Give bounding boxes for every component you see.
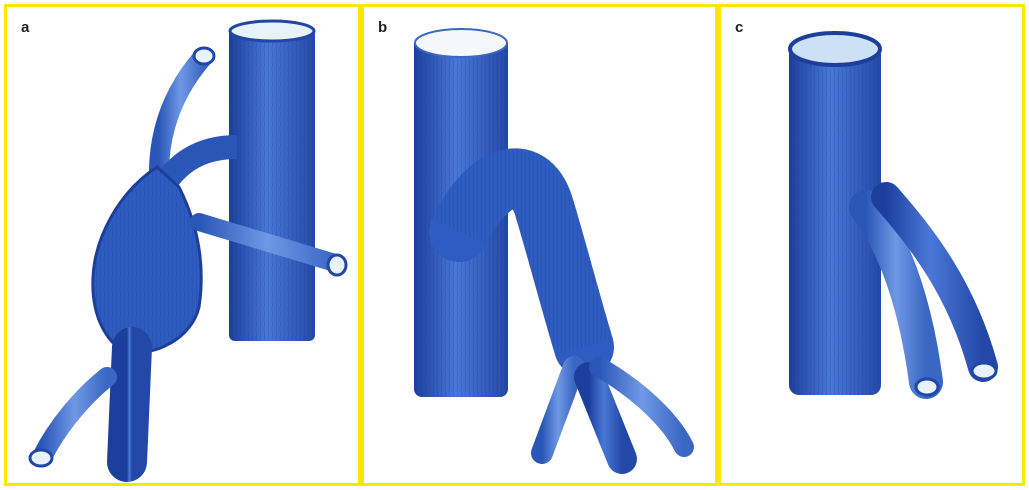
lower-branch-a bbox=[127, 347, 132, 462]
vein-drawing-b bbox=[364, 7, 715, 483]
main-vein-a bbox=[229, 21, 315, 341]
panel-a: a bbox=[4, 4, 361, 486]
vein-drawing-a bbox=[7, 7, 358, 483]
panel-c: c bbox=[718, 4, 1025, 486]
panel-b: b bbox=[361, 4, 718, 486]
vein-drawing-c bbox=[721, 7, 1022, 483]
